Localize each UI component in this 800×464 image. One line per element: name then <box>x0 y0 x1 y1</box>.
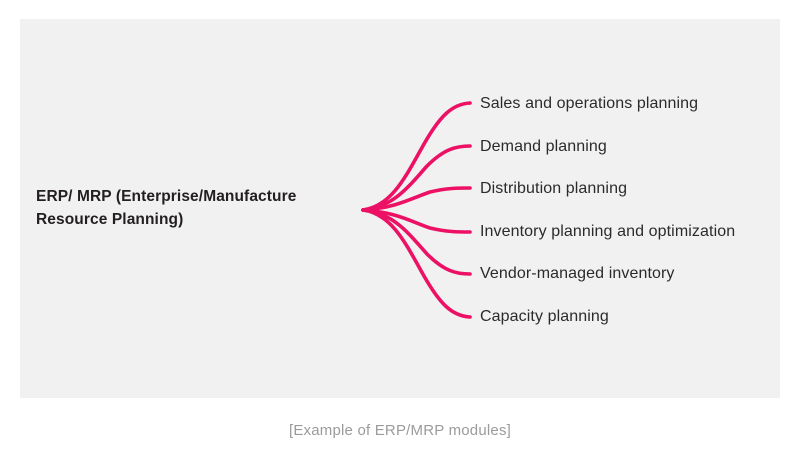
connector-line-4 <box>361 208 472 234</box>
root-node-label: ERP/ MRP (Enterprise/Manufacture Resourc… <box>36 185 346 232</box>
branch-label-3: Distribution planning <box>480 180 628 197</box>
connector-line-3 <box>361 186 472 212</box>
connector-line-1 <box>361 101 472 212</box>
root-node-label-line1: ERP/ MRP (Enterprise/Manufacture <box>36 188 297 205</box>
branch-label-2: Demand planning <box>480 138 607 155</box>
branch-label-5: Vendor-managed inventory <box>480 265 675 282</box>
connector-line-2 <box>361 144 472 212</box>
connector-line-5 <box>361 208 472 276</box>
branch-label-4: Inventory planning and optimization <box>480 223 736 240</box>
figure-caption: [Example of ERP/MRP modules] <box>288 422 512 439</box>
branch-label-6: Capacity planning <box>480 308 609 325</box>
branch-label-1: Sales and operations planning <box>480 95 699 112</box>
root-node-label-line2: Resource Planning) <box>36 211 184 229</box>
connector-line-6 <box>361 208 472 319</box>
branch-connectors <box>361 101 472 319</box>
diagram-panel <box>20 19 780 398</box>
